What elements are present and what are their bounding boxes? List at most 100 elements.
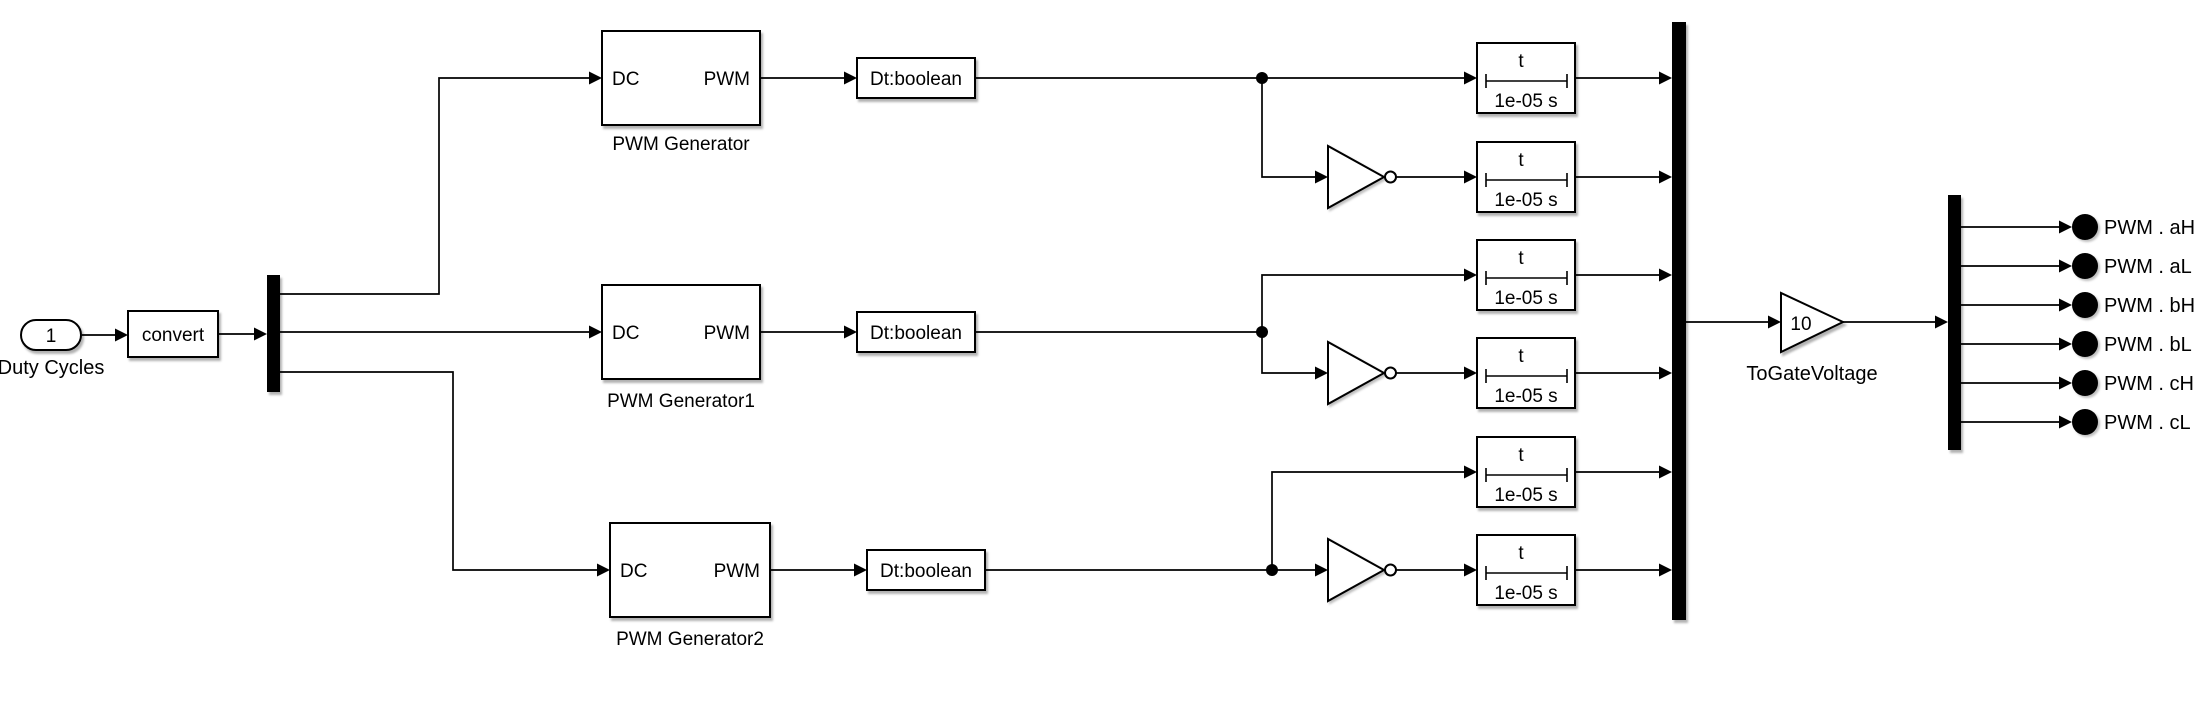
arrowhead [2059, 298, 2072, 312]
output-port-circle[interactable] [2072, 370, 2098, 396]
not-gate-triangle[interactable] [1327, 537, 1387, 603]
pwm-generator1-body[interactable] [601, 284, 761, 380]
output-port-circle[interactable] [2072, 214, 2098, 240]
gain-name[interactable]: ToGateVoltage [1746, 363, 1877, 385]
mux-bar[interactable] [1672, 22, 1686, 620]
delay-interval-icon [1485, 74, 1568, 88]
dtb3-label: Dt:boolean [880, 561, 972, 582]
pwm-generator1-block[interactable]: DC PWM PWM Generator1 [601, 284, 761, 412]
output-port-circle[interactable] [2072, 409, 2098, 435]
wire-branch2-not2[interactable] [1261, 332, 1315, 374]
arrowhead [1659, 465, 1672, 479]
output-port-bH[interactable]: PWM . bH [2072, 292, 2195, 318]
delay-time-label: 1e-05 s [1494, 288, 1557, 309]
pwm-generator-name[interactable]: PWM Generator [612, 134, 750, 155]
delay-body[interactable] [1476, 239, 1576, 311]
convert-label: convert [142, 325, 205, 346]
arrowhead [1464, 71, 1477, 85]
inport-oval[interactable] [20, 319, 82, 351]
gain-value: 10 [1790, 314, 1811, 335]
output-port-cH[interactable]: PWM . cH [2072, 370, 2194, 396]
transport-delay5[interactable]: t 1e-05 s [1476, 436, 1576, 508]
arrowhead [1659, 170, 1672, 184]
inport-label[interactable]: Duty Cycles [0, 357, 104, 379]
convert-block[interactable]: convert [127, 310, 219, 358]
gain-triangle[interactable] [1780, 291, 1846, 354]
output-port-bL[interactable]: PWM . bL [2072, 331, 2192, 357]
output-port-label[interactable]: PWM . cL [2104, 412, 2191, 434]
not-gate-bubble-icon [1384, 366, 1397, 380]
dtb1-label: Dt:boolean [870, 69, 962, 90]
arrowhead [1659, 563, 1672, 577]
arrowhead [1315, 366, 1328, 380]
arrowhead [2059, 415, 2072, 429]
output-port-circle[interactable] [2072, 292, 2098, 318]
not-gate-triangle[interactable] [1327, 144, 1387, 210]
wire-demux-pwmgen1[interactable] [280, 77, 589, 295]
arrowhead [1768, 315, 1781, 329]
port-label-dc: DC [612, 323, 639, 344]
arrowhead [1464, 268, 1477, 282]
dtb2-body[interactable] [856, 311, 976, 353]
output-port-cL[interactable]: PWM . cL [2072, 409, 2191, 435]
transport-delay6[interactable]: t 1e-05 s [1476, 534, 1576, 606]
port-label-pwm: PWM [704, 323, 750, 344]
output-port-label[interactable]: PWM . cH [2104, 373, 2194, 395]
output-port-aH[interactable]: PWM . aH [2072, 214, 2195, 240]
output-port-label[interactable]: PWM . bH [2104, 295, 2195, 317]
inport-duty-cycles[interactable]: 1 Duty Cycles [0, 319, 104, 379]
delay-body[interactable] [1476, 534, 1576, 606]
not-gate3[interactable] [1327, 537, 1397, 603]
pwm-generator2-body[interactable] [609, 522, 771, 618]
transport-delay3[interactable]: t 1e-05 s [1476, 239, 1576, 311]
delay-interval-icon [1485, 468, 1568, 482]
convert-body[interactable] [127, 310, 219, 358]
output-port-label[interactable]: PWM . bL [2104, 334, 2192, 356]
output-port-label[interactable]: PWM . aL [2104, 256, 2192, 278]
transport-delay1[interactable]: t 1e-05 s [1476, 42, 1576, 114]
arrowhead [2059, 220, 2072, 234]
port-label-dc: DC [612, 69, 639, 90]
pwm-generator2-name[interactable]: PWM Generator2 [616, 629, 764, 650]
delay-body[interactable] [1476, 337, 1576, 409]
wire-demux-pwmgen3[interactable] [280, 371, 597, 571]
wire-branch2-delay3[interactable] [1261, 274, 1464, 332]
demux-bar-input[interactable] [267, 275, 280, 392]
dtb1-body[interactable] [856, 57, 976, 99]
output-port-aL[interactable]: PWM . aL [2072, 253, 2192, 279]
data-type-conversion-block[interactable]: Dt:boolean [856, 57, 976, 99]
transport-delay4[interactable]: t 1e-05 s [1476, 337, 1576, 409]
pwm-generator-block[interactable]: DC PWM PWM Generator [601, 30, 761, 155]
arrowhead [844, 325, 857, 339]
output-port-circle[interactable] [2072, 331, 2098, 357]
not-gate-bubble-icon [1384, 563, 1397, 577]
gain-block[interactable]: 10 ToGateVoltage [1746, 291, 1878, 385]
dtb3-body[interactable] [866, 549, 986, 591]
output-port-circle[interactable] [2072, 253, 2098, 279]
pwm-generator1-name[interactable]: PWM Generator1 [607, 391, 755, 412]
pwm-generator-body[interactable] [601, 30, 761, 126]
not-gate1[interactable] [1327, 144, 1397, 210]
port-label-pwm: PWM [714, 561, 760, 582]
delay-interval-icon [1485, 271, 1568, 285]
delay-body[interactable] [1476, 42, 1576, 114]
wire-branch1-not1[interactable] [1261, 78, 1315, 178]
demux-bar-output[interactable] [1948, 195, 1961, 450]
delay-body[interactable] [1476, 436, 1576, 508]
transport-delay2[interactable]: t 1e-05 s [1476, 141, 1576, 213]
arrowhead [2059, 337, 2072, 351]
wire-branch3-delay5[interactable] [1271, 471, 1464, 570]
dtb2-label: Dt:boolean [870, 323, 962, 344]
arrowhead [589, 325, 602, 339]
branch-point [1256, 326, 1268, 338]
output-port-label[interactable]: PWM . aH [2104, 217, 2195, 239]
delay-time-label: 1e-05 s [1494, 485, 1557, 506]
data-type-conversion2-block[interactable]: Dt:boolean [866, 549, 986, 591]
data-type-conversion1-block[interactable]: Dt:boolean [856, 311, 976, 353]
delay-body[interactable] [1476, 141, 1576, 213]
delay-time-label: 1e-05 s [1494, 583, 1557, 604]
not-gate2[interactable] [1327, 340, 1397, 406]
not-gate-triangle[interactable] [1327, 340, 1387, 406]
pwm-generator2-block[interactable]: DC PWM PWM Generator2 [609, 522, 771, 650]
